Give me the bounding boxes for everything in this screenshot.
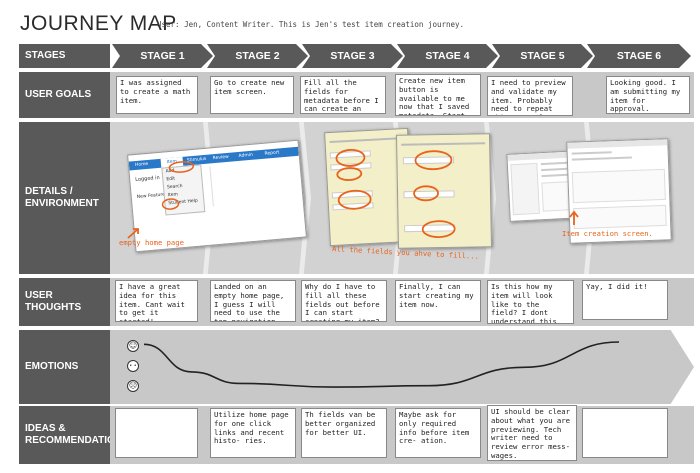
screenshot-login-text: Logged in bbox=[135, 174, 160, 184]
screenshot-nav-item: Home bbox=[134, 161, 149, 169]
goal-note-3: Fill all the fields for metadata before … bbox=[300, 76, 386, 114]
row-label-emotions: EMOTIONS bbox=[19, 330, 110, 404]
idea-note-1 bbox=[115, 408, 198, 458]
idea-note-6 bbox=[582, 408, 668, 458]
screenshot-highlight-marks bbox=[161, 161, 195, 210]
row-label-stages: STAGES bbox=[19, 44, 110, 68]
screenshot-nav-item: Admin bbox=[238, 152, 254, 159]
thought-note-5: Is this how my item will look like to th… bbox=[487, 280, 574, 324]
idea-note-2: Utilize home page for one click links an… bbox=[210, 408, 296, 458]
stage-1-screenshot: Home Item Stimulus Review Admin Report L… bbox=[127, 139, 307, 253]
stage-1-arrow-icon bbox=[127, 228, 139, 239]
stage-4-screenshot bbox=[396, 133, 492, 249]
sad-face-icon: ☹ bbox=[127, 380, 139, 392]
idea-note-5: UI should be clear about what you are pr… bbox=[487, 405, 577, 461]
neutral-face-icon: • • bbox=[127, 360, 139, 372]
goal-note-1: I was assigned to create a math item. bbox=[116, 76, 198, 114]
stage-3-form-marks bbox=[329, 137, 404, 211]
stage-4-form-marks bbox=[401, 142, 486, 239]
emotion-curve-chart bbox=[143, 341, 620, 388]
stage-5-header: STAGE 5 bbox=[492, 44, 593, 68]
goal-note-5: I need to preview and validate my item. … bbox=[487, 76, 573, 116]
thought-note-4: Finally, I can start creating my item no… bbox=[395, 280, 481, 322]
emotion-curve bbox=[143, 341, 620, 388]
stage-6-screen-marks bbox=[567, 139, 668, 230]
idea-note-3: Th fields van be better organized for be… bbox=[301, 408, 387, 458]
happy-face-icon: ☺ bbox=[127, 340, 139, 352]
stage-6-screenshot bbox=[566, 138, 672, 244]
stage-5-arrow-icon bbox=[569, 210, 579, 225]
screenshot-submenu bbox=[209, 162, 254, 207]
stage-1-header: STAGE 1 bbox=[112, 44, 213, 68]
page-title: JOURNEY MAP bbox=[20, 12, 177, 35]
thought-note-2: Landed on an empty home page, I guess I … bbox=[210, 280, 296, 322]
row-label-details: DETAILS / ENVIRONMENT bbox=[19, 122, 110, 274]
row-label-ideas: IDEAS & RECOMMENDATIONS bbox=[19, 406, 129, 464]
stage-2-header: STAGE 2 bbox=[207, 44, 308, 68]
stage-3-screenshot bbox=[324, 127, 414, 247]
stage-5-callout: Item creation screen. bbox=[562, 229, 653, 238]
thought-note-3: Why do I have to fill all these fields o… bbox=[301, 280, 387, 322]
goal-note-6: Looking good. I am submitting my item fo… bbox=[606, 76, 690, 114]
stage-1-callout: empty home page bbox=[119, 238, 184, 247]
stage-3-header: STAGE 3 bbox=[302, 44, 403, 68]
stage-4-header: STAGE 4 bbox=[397, 44, 498, 68]
screenshot-nav-item: Review bbox=[212, 154, 229, 162]
goal-note-4: Create new item button is available to m… bbox=[395, 74, 481, 116]
thought-note-6: Yay, I did it! bbox=[582, 280, 668, 320]
screenshot-nav-item: Report bbox=[264, 150, 280, 157]
stage-6-header: STAGE 6 bbox=[587, 44, 691, 68]
goal-note-2: Go to create new item screen. bbox=[210, 76, 294, 114]
row-label-thoughts: USER THOUGHTS bbox=[19, 278, 110, 326]
idea-note-4: Maybe ask for only required info before … bbox=[395, 408, 481, 458]
thought-note-1: I have a great idea for this item. Cant … bbox=[115, 280, 198, 322]
page-subtitle: User: Jen, Content Writer. This is Jen's… bbox=[157, 20, 465, 29]
emotions-band bbox=[110, 330, 694, 404]
row-label-goals: USER GOALS bbox=[19, 72, 110, 118]
